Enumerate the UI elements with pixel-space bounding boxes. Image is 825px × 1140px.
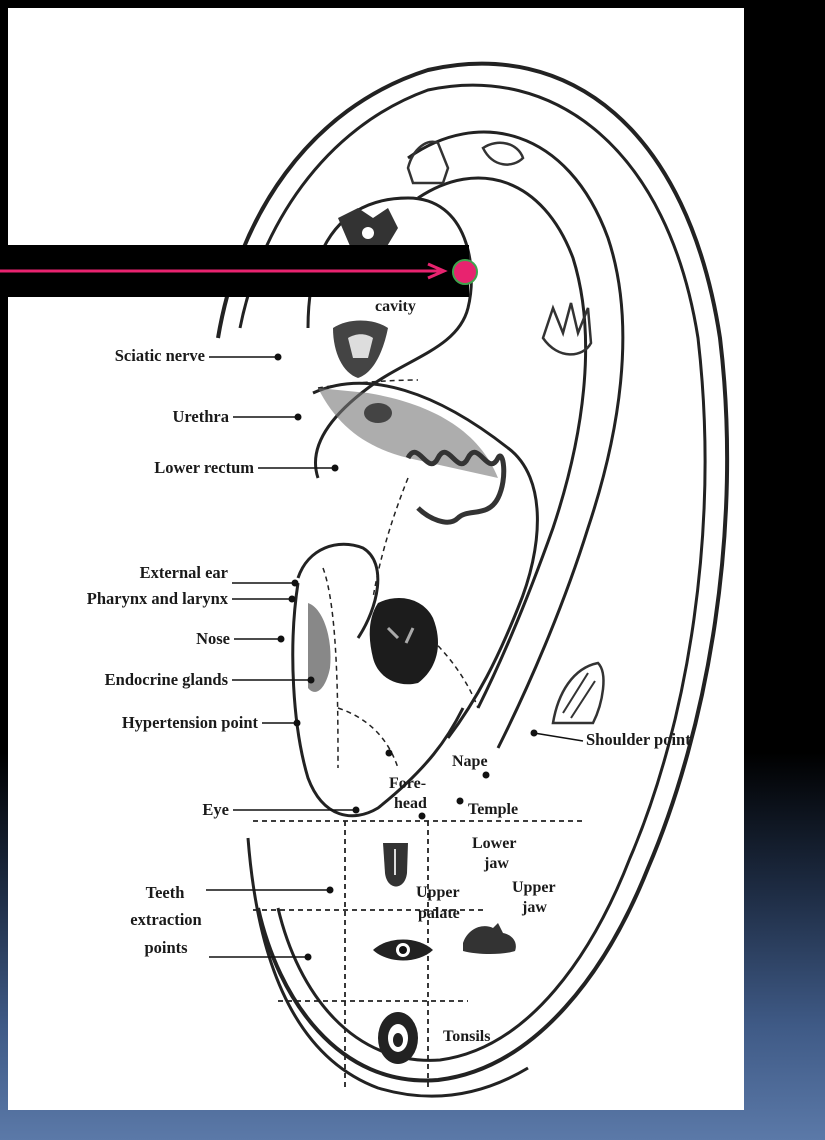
- label-nose: Nose: [196, 629, 230, 648]
- label-upper-jaw-1: Upper: [512, 879, 556, 896]
- helix-outer: [218, 64, 727, 1081]
- kidney-icon: [364, 403, 392, 423]
- label-nape: Nape: [452, 753, 488, 770]
- hip-bone-icon: [333, 321, 388, 379]
- label-shoulder-point: Shoulder point: [586, 730, 691, 749]
- label-jaw: jaw: [483, 855, 509, 872]
- label-pharynx-larynx: Pharynx and larynx: [87, 589, 229, 608]
- label-endocrine-glands: Endocrine glands: [105, 670, 229, 689]
- label-palate: palate: [418, 905, 460, 922]
- label-sciatic-nerve: Sciatic nerve: [115, 346, 205, 365]
- label-extraction: extraction: [130, 910, 201, 929]
- label-eye: Eye: [202, 800, 229, 819]
- helix-inner: [240, 85, 705, 1060]
- label-urethra: Urethra: [172, 407, 229, 426]
- toe-icon: [483, 143, 523, 165]
- intestine-icon: [408, 452, 504, 522]
- shoulder-icon: [553, 663, 603, 723]
- pointer-arrow: [0, 245, 500, 300]
- tongue-icon: [383, 843, 408, 887]
- label-upper-jaw-2: jaw: [521, 899, 547, 916]
- jaw-bone-icon: [463, 923, 516, 954]
- ear-diagram: cavity Sciatic nerve Urethra Lower rectu…: [8, 8, 744, 1110]
- label-tonsils: Tonsils: [443, 1028, 490, 1045]
- label-external-ear: External ear: [140, 563, 228, 582]
- target-marker: [453, 260, 477, 284]
- label-temple: Temple: [468, 801, 518, 818]
- label-hypertension-point: Hypertension point: [122, 713, 259, 732]
- foot-icon: [408, 142, 448, 183]
- label-cavity: cavity: [375, 298, 416, 315]
- label-head: head: [394, 795, 427, 812]
- label-upper: Upper: [416, 884, 460, 901]
- concha-shade: [318, 388, 498, 478]
- label-lower-rectum: Lower rectum: [154, 458, 254, 477]
- ear-diagram-figure: cavity Sciatic nerve Urethra Lower rectu…: [8, 8, 744, 1110]
- mouth-icon: [378, 1012, 418, 1064]
- label-teeth: Teeth: [146, 883, 185, 902]
- lung-icon: [370, 598, 438, 684]
- eye-icon: [373, 940, 433, 961]
- label-lower: Lower: [472, 835, 516, 852]
- label-points: points: [144, 938, 188, 957]
- label-fore: Fore-: [389, 775, 426, 792]
